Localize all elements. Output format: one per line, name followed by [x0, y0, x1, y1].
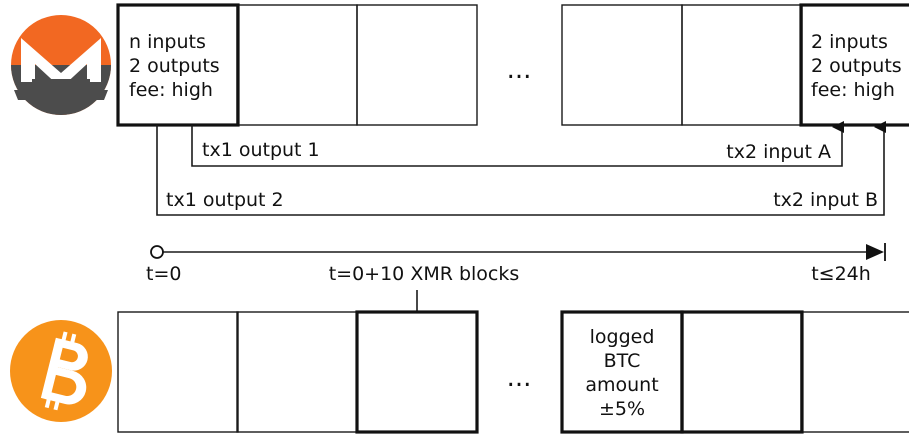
tx2-block-line-3: fee: high	[811, 79, 895, 101]
bitcoin-block-row	[117, 310, 909, 434]
tx1-block-line-1: n inputs	[129, 31, 206, 53]
tx1-output-1-label: tx1 output 1	[202, 139, 320, 161]
bitcoin-logo-icon	[10, 320, 112, 422]
monero-ellipsis: ...	[507, 55, 532, 85]
bitcoin-ellipsis: ...	[507, 363, 532, 393]
monero-block-row	[116, 3, 909, 127]
timeline-arrowhead	[866, 244, 884, 260]
bitcoin-block	[117, 311, 239, 433]
monero-block-tx2	[799, 3, 909, 127]
bitcoin-block	[680, 310, 804, 434]
bitcoin-block-10-confirmations	[355, 310, 479, 434]
monero-block	[236, 4, 358, 126]
tx2-block-line-2: 2 outputs	[811, 55, 902, 77]
tx1-output-2-arrow	[156, 121, 886, 216]
tx1-output-2-label: tx1 output 2	[166, 189, 284, 211]
tx1-output-1-arrow	[191, 121, 844, 167]
timeline-start-label: t=0	[146, 263, 181, 285]
tx2-input-b-label: tx2 input B	[773, 189, 878, 211]
tx2-input-a-label: tx2 input A	[726, 141, 831, 163]
tx1-block-line-2: 2 outputs	[129, 55, 220, 77]
timeline	[150, 243, 886, 312]
logged-block-line-4: ±5%	[599, 398, 645, 420]
logged-block-line-3: amount	[585, 374, 658, 396]
monero-block	[681, 4, 803, 126]
tx1-block-line-3: fee: high	[129, 79, 213, 101]
monero-block	[561, 4, 683, 126]
logged-block-line-1: logged	[590, 326, 655, 348]
tx2-block-line-1: 2 inputs	[811, 31, 888, 53]
timeline-start-marker	[150, 245, 164, 259]
timeline-middle-label: t=0+10 XMR blocks	[329, 263, 520, 285]
monero-block-tx1	[116, 3, 240, 127]
timeline-end-label: t≤24h	[811, 263, 871, 285]
bitcoin-block	[236, 311, 358, 433]
bitcoin-block	[800, 311, 909, 433]
monero-block	[356, 4, 478, 126]
monero-logo-icon	[11, 15, 111, 115]
logged-block-line-2: BTC	[604, 350, 641, 372]
